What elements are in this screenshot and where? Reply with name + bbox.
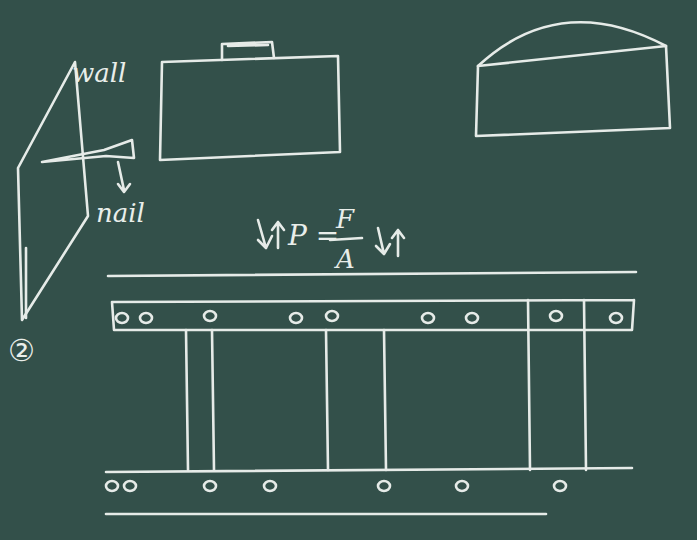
formula-label: F [336, 206, 354, 232]
nail-shape [42, 140, 134, 162]
briefcase-handle [222, 42, 274, 60]
wall-plane [18, 62, 88, 320]
briefcase-body [160, 56, 340, 160]
nail-heads [106, 481, 566, 491]
wall-edge [25, 248, 28, 318]
top-plate [108, 272, 636, 276]
nail-heads [116, 311, 622, 323]
nail-label: nail [96, 200, 145, 226]
base-line [106, 513, 546, 516]
wall-label: wall [72, 60, 126, 86]
formula-label: A [336, 246, 355, 272]
top-board [112, 300, 634, 330]
down-arrow [258, 220, 272, 248]
up-arrow [392, 230, 404, 256]
formula-label: P = [288, 222, 339, 250]
callout-number: ② [8, 336, 35, 366]
up-arrow [272, 222, 284, 248]
dome-base [476, 46, 670, 136]
nail-pointer [118, 162, 130, 192]
dome-top [478, 22, 666, 66]
down-arrow [376, 228, 390, 254]
nails [186, 300, 586, 470]
bottom-board [106, 468, 632, 472]
